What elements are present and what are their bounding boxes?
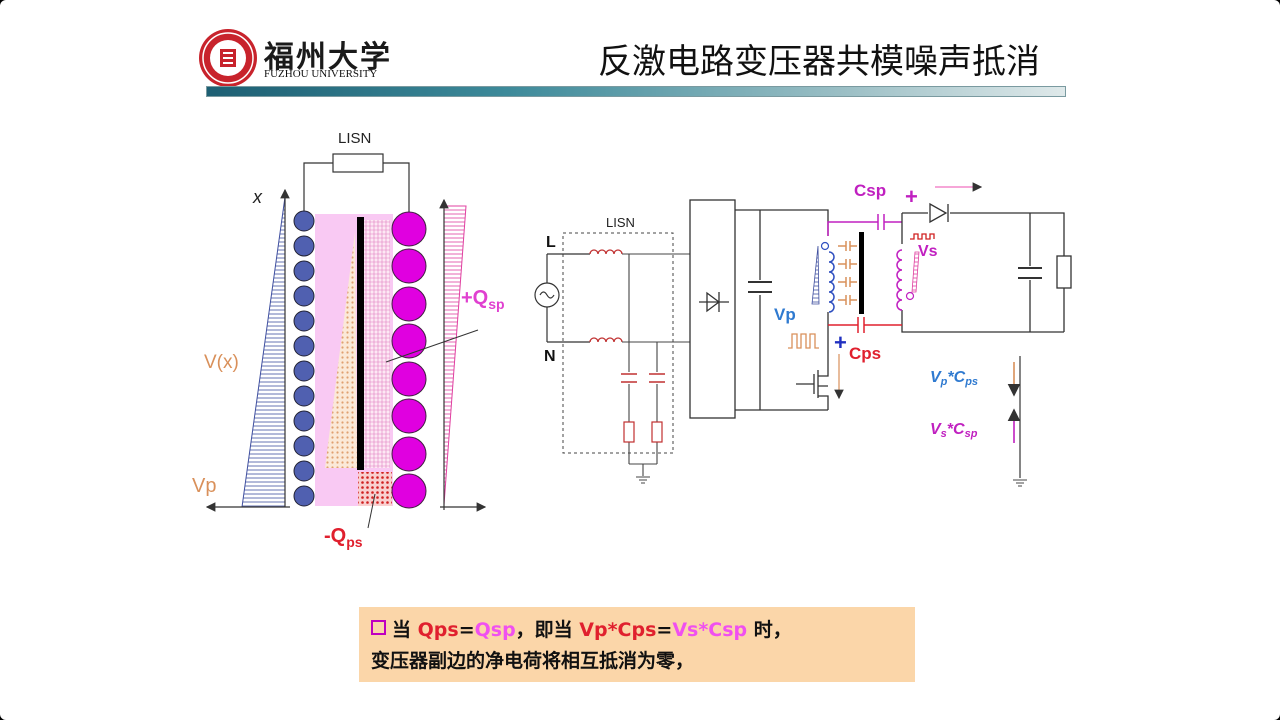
plus-bottom: + [834,330,847,355]
note-line-2: 变压器副边的净电荷将相互抵消为零， [371,650,695,672]
primary-winding [293,210,315,507]
lisn-wire [303,162,410,212]
transformer-winding-diagram: LISN [192,130,505,550]
lisn-dashed-box [562,232,674,454]
slide-title: 反激电路变压器共模噪声抵消 [598,42,1040,82]
cps-capacitor [828,317,902,333]
lisn-resistor-1 [623,421,635,443]
N-label: N [544,348,556,365]
hatched-strip [364,220,390,468]
secondary-winding-coil [896,249,903,311]
plus-top: + [905,184,918,209]
qsp-label: +Qsp [461,287,505,312]
secondary-voltage-wedge [911,251,920,293]
load-resistor [1056,255,1072,289]
vscsp-label: Vs*Csp [930,421,978,440]
qps-label: -Qps [324,525,363,550]
university-logo: 福州大学 FUZHOU UNIVERSITY [198,28,398,88]
secondary-voltage-triangle [443,205,467,506]
csp-capacitor [827,214,902,236]
vpcps-label: Vp*Cps [930,369,978,388]
primary-voltage-wedge [811,245,820,305]
ground-icon [636,476,650,484]
transformer-core-right [859,232,864,314]
note-line-1: 当 Qps=Qsp，即当 Vp*Cps=Vs*Csp 时， [371,615,903,646]
vp-left-label: Vp [192,475,216,497]
vp-right-label: Vp [774,305,796,324]
output-diode-icon [929,202,949,224]
square-bullet-icon [371,620,386,635]
lisn-inductor-N [589,337,623,343]
primary-dot [820,241,830,251]
lisn-wires [622,253,690,476]
title-underline-bar [206,86,1066,97]
secondary-winding [391,211,427,509]
lisn-box [332,153,384,173]
x-axis-label: x [252,187,263,207]
dc-bus [735,209,829,411]
rectifier-box [689,199,736,419]
rectifier-diode-icon [699,291,729,313]
lisn-label-right: LISN [606,215,635,230]
csp-label: Csp [854,181,886,200]
qps-pointer [367,493,376,529]
lisn-resistor-2 [651,421,663,443]
primary-winding-coil [828,251,835,313]
secondary-wires [901,212,1065,333]
cps-label: Cps [849,344,881,363]
vp-pulse [788,333,819,349]
lisn-capacitors [621,373,665,383]
L-label: L [546,234,556,251]
qsp-pointer [385,329,479,363]
charge-triangle [325,232,357,468]
seal-icon [199,29,257,87]
mosfet-icon [796,362,829,410]
primary-voltage-triangle [241,196,286,508]
vs-label: Vs [918,243,938,260]
lisn-inductor-L [589,249,623,255]
flyback-circuit-diagram: LISN L N [534,181,1072,487]
secondary-dot [905,291,915,301]
qps-region [358,472,392,506]
vs-pulse [910,233,935,240]
lisn-label: LISN [338,130,371,147]
ac-wires [546,253,590,343]
logo-english-name: FUZHOU UNIVERSITY [264,68,378,80]
conclusion-note: 当 Qps=Qsp，即当 Vp*Cps=Vs*Csp 时， 变压器副边的净电荷将… [359,607,915,682]
ground-icon-right [1013,479,1027,487]
logo-chinese-name: 福州大学 [264,40,392,75]
distributed-capacitors [838,241,857,305]
transformer-core [357,217,364,470]
vx-label: V(x) [204,352,239,373]
